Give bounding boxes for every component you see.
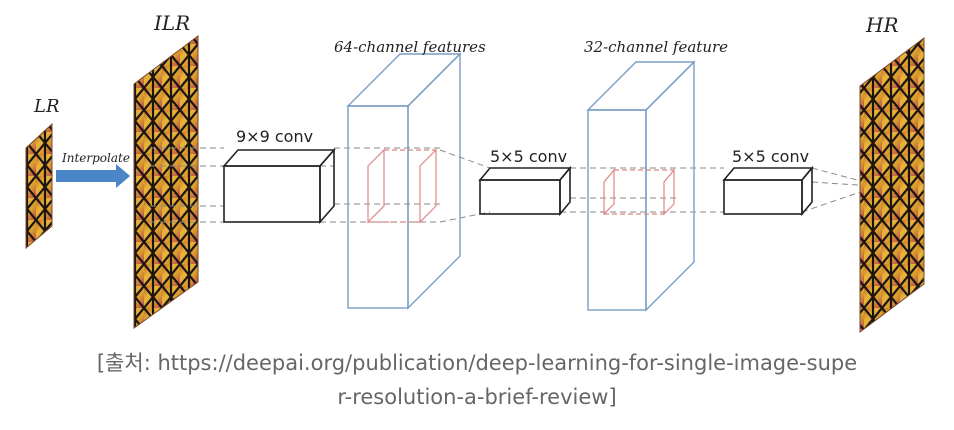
lr-label: LR xyxy=(33,96,60,117)
ilr-label: ILR xyxy=(153,11,190,35)
feature-box-32 xyxy=(586,60,696,312)
feat32-label: 32-channel feature xyxy=(584,38,728,56)
hr-image xyxy=(859,37,925,333)
caption-line-1: [출처: https://deepai.org/publication/deep… xyxy=(96,351,858,375)
interpolate-arrow xyxy=(56,164,130,188)
ilr-image xyxy=(133,35,199,329)
kernel-slices-64 xyxy=(367,148,437,224)
conv-box-1 xyxy=(222,147,336,225)
conv-box-3 xyxy=(722,165,814,217)
conv2-label: 5×5 conv xyxy=(490,147,567,166)
feature-box-64 xyxy=(346,52,462,310)
lr-image xyxy=(25,122,53,250)
srcnn-diagram: LR Interpolate ILR 64-channel feat xyxy=(25,11,925,333)
kernel-slices-32 xyxy=(603,168,675,216)
conv3-label: 5×5 conv xyxy=(732,147,809,166)
source-caption: [출처: https://deepai.org/publication/deep… xyxy=(0,346,954,414)
conv-box-2 xyxy=(478,165,572,217)
interpolate-label: Interpolate xyxy=(61,151,130,165)
conv1-label: 9×9 conv xyxy=(236,127,313,146)
feat64-label: 64-channel features xyxy=(334,38,486,56)
caption-line-2: r-resolution-a-brief-review] xyxy=(337,385,617,409)
hr-label: HR xyxy=(865,13,899,37)
